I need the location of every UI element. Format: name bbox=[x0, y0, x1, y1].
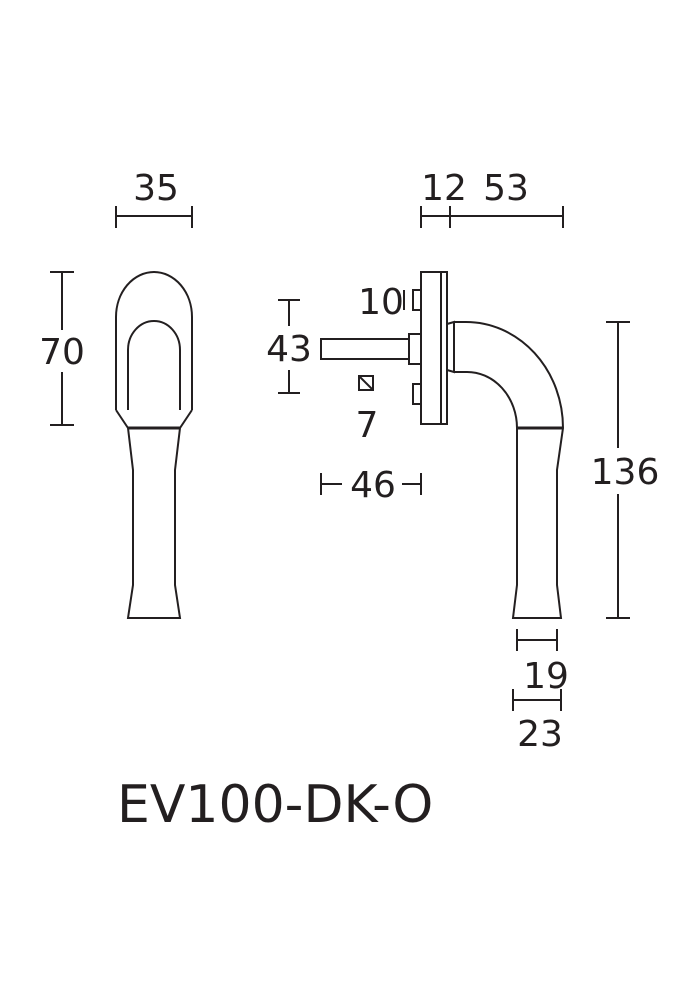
front-inner-arch bbox=[127, 320, 181, 410]
spindle-square-label: 7 bbox=[356, 405, 379, 446]
screw-top bbox=[412, 289, 422, 311]
square-symbol bbox=[358, 375, 374, 391]
handle-neck bbox=[446, 320, 455, 374]
grip-inner-label: 19 bbox=[523, 656, 569, 697]
side-view bbox=[320, 271, 565, 619]
screw-bottom bbox=[412, 383, 422, 405]
dim-front-width: 35 bbox=[115, 168, 193, 228]
dim-spindle-length: 46 bbox=[320, 465, 422, 506]
front-grip bbox=[115, 409, 193, 619]
dim-top-side: 12 53 bbox=[420, 168, 564, 228]
rose-plate bbox=[420, 271, 448, 425]
handle-arm-outline bbox=[454, 321, 565, 619]
spindle-offset-label: 43 bbox=[266, 329, 312, 370]
spindle bbox=[320, 338, 410, 360]
front-height-label: 70 bbox=[39, 332, 85, 373]
spindle-collar bbox=[408, 333, 422, 365]
spindle-length-label: 46 bbox=[350, 465, 396, 506]
rose-thickness-label: 12 bbox=[421, 168, 467, 209]
product-code: EV100-DK-O bbox=[117, 775, 433, 835]
screw-spacing-label: 10 bbox=[358, 282, 404, 323]
total-height-label: 136 bbox=[591, 452, 660, 493]
dim-total-height: 136 bbox=[591, 321, 660, 619]
grip-outer-label: 23 bbox=[517, 714, 563, 755]
projection-label: 53 bbox=[483, 168, 529, 209]
dim-grip-outer: 23 bbox=[512, 689, 563, 755]
front-rose-outline bbox=[115, 271, 193, 410]
front-width-label: 35 bbox=[133, 168, 179, 209]
dim-spindle-offset: 43 bbox=[266, 299, 312, 394]
dim-spindle-square: 7 bbox=[356, 375, 379, 446]
dim-front-height: 70 bbox=[39, 271, 85, 426]
front-view bbox=[115, 271, 193, 619]
dim-grip-inner: 19 bbox=[516, 629, 569, 697]
dim-screw: 10 bbox=[358, 282, 405, 323]
